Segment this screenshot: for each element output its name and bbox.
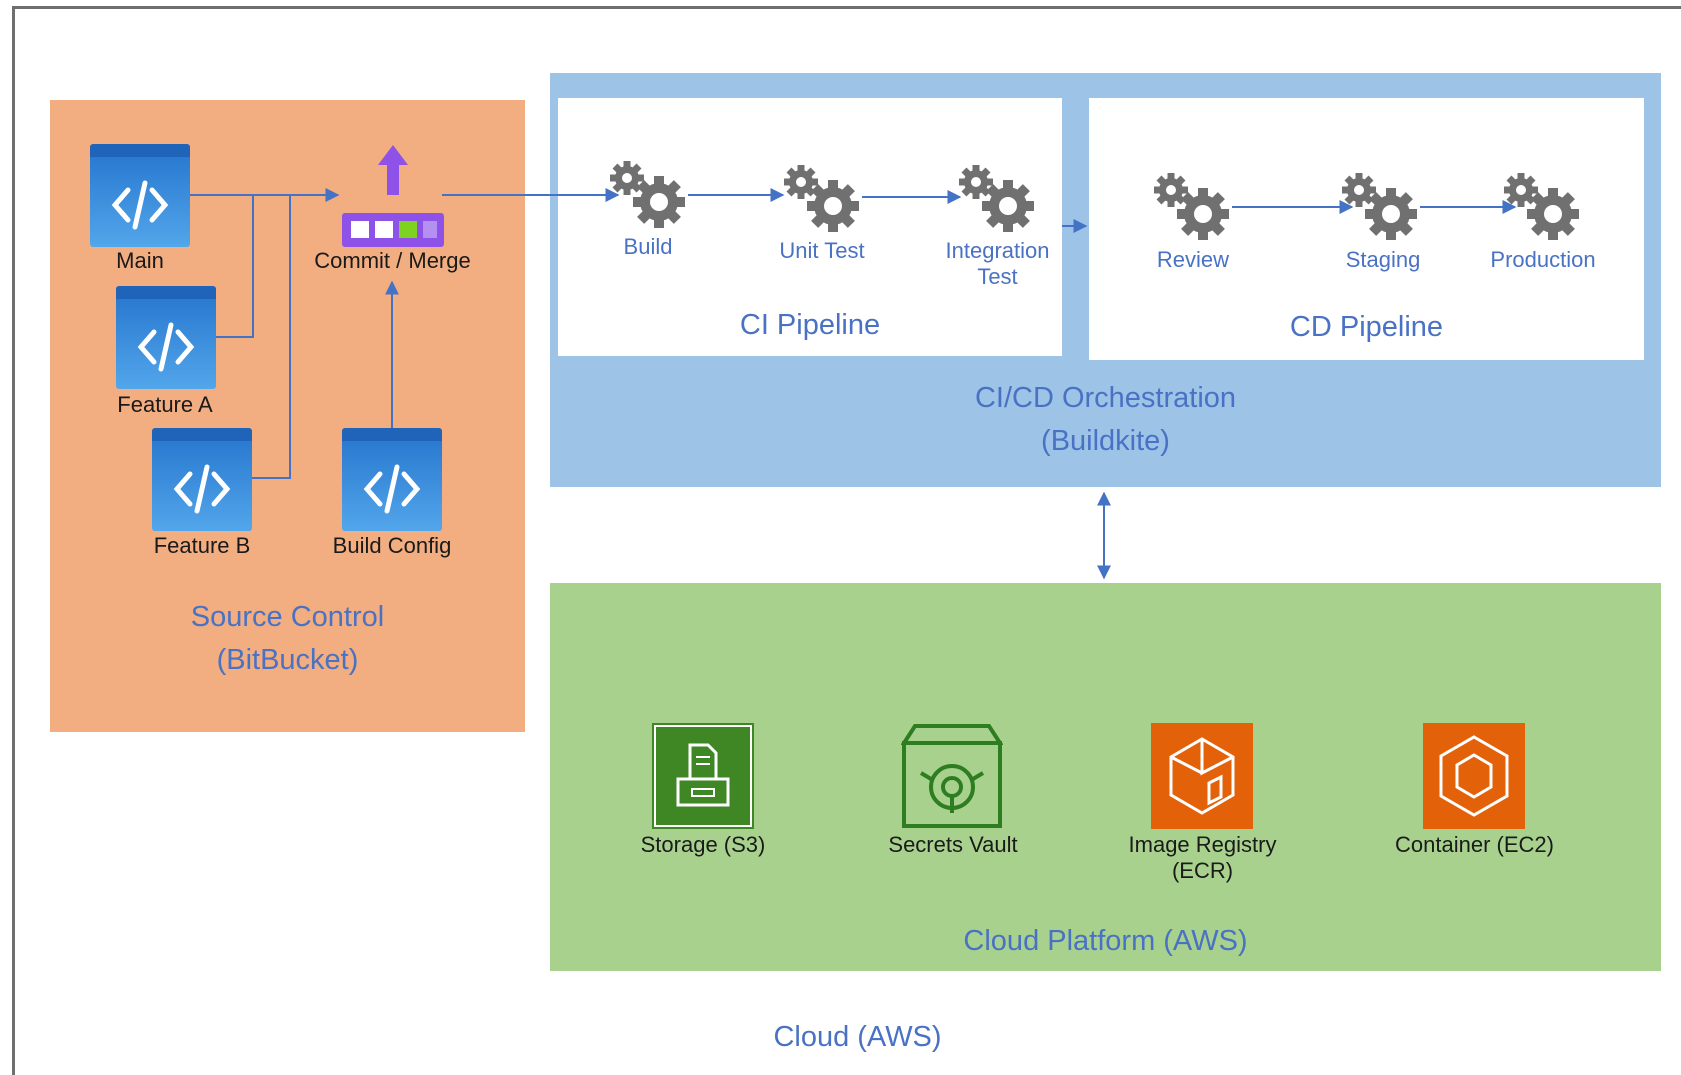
cd-step-staging-label: Staging <box>1345 247 1421 272</box>
image-registry-label-line1: Image Registry <box>1128 832 1277 857</box>
review-gear-icon <box>1154 173 1229 240</box>
container-ec2-icon <box>1423 723 1525 829</box>
cicd-title-line1: CI/CD Orchestration <box>974 382 1237 414</box>
cd-step-review-label: Review <box>1156 247 1230 272</box>
feature-b-code-icon <box>152 428 252 531</box>
storage-s3-icon <box>652 723 754 829</box>
outer-frame <box>12 6 1681 1075</box>
build-gear-icon <box>610 161 685 228</box>
source-control-title: Source Control (BitBucket) <box>50 596 525 682</box>
container-ec2-label: Container (EC2) <box>1395 832 1554 857</box>
feature-b-label: Feature B <box>153 533 251 558</box>
integration-test-gear-icon <box>959 165 1034 232</box>
line-feature-a <box>215 195 254 338</box>
feature-a-code-icon <box>116 286 216 389</box>
source-control-title-line1: Source Control <box>190 601 385 633</box>
image-registry-ecr-icon <box>1151 723 1253 829</box>
storage-s3-label: Storage (S3) <box>640 832 766 857</box>
ci-step-build-label: Build <box>623 234 673 259</box>
image-registry-label: Image Registry (ECR) <box>1105 832 1300 885</box>
ci-step-integration-test-label: Integration Test <box>930 238 1065 291</box>
secrets-vault-icon <box>901 723 1003 829</box>
build-config-label: Build Config <box>332 533 452 558</box>
feature-a-label: Feature A <box>117 392 213 417</box>
source-control-title-line2: (BitBucket) <box>216 644 359 676</box>
ci-step-integration-line1: Integration <box>945 238 1050 263</box>
cd-step-production-label: Production <box>1490 247 1596 272</box>
unit-test-gear-icon <box>784 165 859 232</box>
commit-merge-icon <box>342 145 444 247</box>
ci-step-unit-test-label: Unit Test <box>779 238 865 263</box>
cloud-aws-label: Cloud (AWS) <box>773 1021 942 1053</box>
ci-step-integration-line2: Test <box>977 264 1018 290</box>
cicd-title-line2: (Buildkite) <box>1041 425 1170 457</box>
cicd-orchestration-title: CI/CD Orchestration (Buildkite) <box>550 377 1661 463</box>
ci-pipeline-title: CI Pipeline <box>739 309 881 341</box>
build-config-code-icon <box>342 428 442 531</box>
line-feature-b <box>252 195 291 479</box>
staging-gear-icon <box>1342 173 1417 240</box>
main-branch-label: Main <box>116 248 164 273</box>
ci-pipeline-panel <box>558 98 1062 356</box>
cd-pipeline-title: CD Pipeline <box>1289 311 1444 343</box>
image-registry-label-line2: (ECR) <box>1171 858 1234 884</box>
commit-merge-label: Commit / Merge <box>314 248 471 273</box>
cloud-platform-title: Cloud Platform (AWS) <box>963 925 1248 957</box>
secrets-vault-label: Secrets Vault <box>888 832 1018 857</box>
production-gear-icon <box>1504 173 1579 240</box>
main-branch-code-icon <box>90 144 190 247</box>
